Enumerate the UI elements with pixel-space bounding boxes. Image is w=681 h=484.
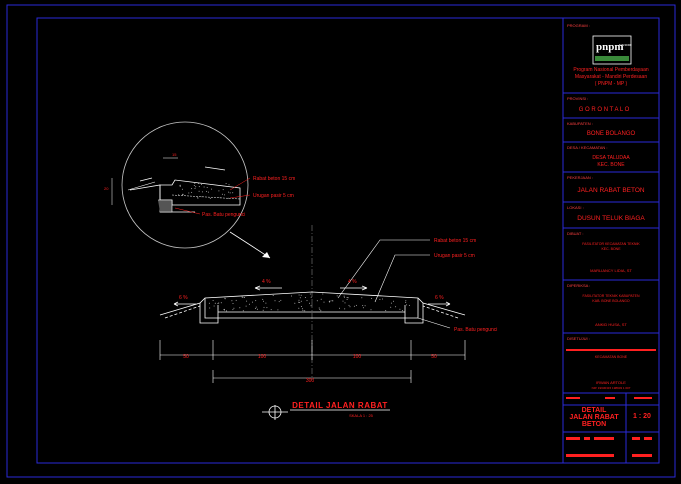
title-block <box>563 92 659 463</box>
dim-2: 100 <box>258 354 267 360</box>
sheet-title-3: BETON <box>582 421 606 428</box>
known-value: KECAMATAN BONE <box>595 355 628 359</box>
checked-name: MARLIANCY LIDIA, ST <box>590 268 632 273</box>
location-label: LOKASI : <box>567 205 584 210</box>
program-name-2: Masyarakat - Mandiri Perdesaan <box>575 74 647 80</box>
drawing-scale: SKALA 1 : 25 <box>349 413 374 418</box>
sheet-redline-b <box>605 397 615 399</box>
detail-dim-15: 15 <box>172 152 177 157</box>
sheet-title-2: JALAN RABAT <box>569 414 619 421</box>
dim-total: 300 <box>306 378 315 384</box>
slope-left-outer: 6 % <box>179 295 188 301</box>
known-redline-1 <box>566 349 656 351</box>
outer-frame <box>6 4 676 478</box>
slope-left-inner: 4 % <box>262 279 271 285</box>
approved-name: ANKID HUSA, ST <box>595 322 627 327</box>
program-name-3: ( PNPM - MP ) <box>595 81 628 87</box>
callout-arrowhead <box>262 252 270 258</box>
program-name-1: Program Nasional Pemberdayaan <box>573 67 649 73</box>
village-label: DESA / KECAMATAN : <box>567 145 608 150</box>
logo-bar <box>595 56 629 61</box>
dim-1: 50 <box>183 354 189 360</box>
village-value-1: DESA TALUDAA <box>592 155 630 161</box>
known-label: DISETUJUI : <box>567 336 590 341</box>
known-name: IRWAN ARTOLE <box>596 380 626 385</box>
checked-label: DIBUAT : <box>567 231 584 236</box>
dim-3: 100 <box>353 354 362 360</box>
footer-redline-d <box>632 437 640 440</box>
detail-callout <box>111 121 251 249</box>
known-nip: NIP. 19630315 198903 1 007 <box>592 386 631 390</box>
main-concrete-label: Rabat beton 15 cm <box>434 238 476 244</box>
footer-redline-e <box>644 437 652 440</box>
work-value: JALAN RABAT BETON <box>577 187 644 194</box>
sheet-redline-a <box>566 397 580 399</box>
dimension-lines <box>159 340 466 383</box>
scale-value: 1 : 20 <box>633 413 651 420</box>
detail-dim-20: 20 <box>104 186 109 191</box>
detail-concrete-label: Rabat beton 15 cm <box>253 176 295 182</box>
approved-label: DIPERIKSA : <box>567 283 590 288</box>
footer-redline-a <box>566 437 580 440</box>
approved-value-2: KAB. BONE BOLANGO <box>592 299 629 303</box>
sheet-redline-c <box>634 397 652 399</box>
sheet-title-1: DETAIL <box>582 407 607 414</box>
checked-value-2: KEC. BONE <box>601 247 621 251</box>
concrete-hatch <box>178 182 410 312</box>
district-value: BONE BOLANGO <box>587 131 636 137</box>
main-leaders <box>337 239 451 329</box>
program-label: PROGRAM : <box>567 23 590 28</box>
detail-stone-label: Pas. Batu pengunci <box>202 212 245 218</box>
logo-text: pnpm <box>596 41 624 53</box>
footer-redline-b <box>584 437 590 440</box>
drawing-frame <box>36 17 660 464</box>
drawing-title: DETAIL JALAN RABAT <box>292 401 388 410</box>
approved-value-1: FASILITATOR TEKNIK KABUPATEN <box>583 294 640 298</box>
province-label: PROVINSI : <box>567 96 588 101</box>
province-value: G O R O N T A L O <box>579 107 630 113</box>
logo-subtext: MANDIRI <box>619 43 632 47</box>
title-symbol <box>262 405 390 420</box>
footer-redline-f <box>566 454 614 457</box>
slope-right-outer: 6 % <box>435 295 444 301</box>
work-label: PEKERJAAN : <box>567 175 593 180</box>
detail-sand-label: Urugan pasir 5 cm <box>253 193 294 199</box>
slope-right-inner: 4 % <box>348 279 357 285</box>
location-value: DUSUN TELUK BIAGA <box>577 215 645 222</box>
checked-value-1: FASILITATOR KECAMATAN TEKNIK <box>582 242 640 246</box>
main-stone-label: Pas. Batu pengunci <box>454 327 497 333</box>
footer-redline-c <box>594 437 614 440</box>
callout-arrow <box>229 231 271 259</box>
main-sand-label: Urugan pasir 5 cm <box>434 253 475 259</box>
road-cross-section <box>159 285 466 324</box>
footer-redline-g <box>632 454 652 457</box>
district-label: KABUPATEN : <box>567 121 593 126</box>
dim-4: 50 <box>431 354 437 360</box>
village-value-2: KEC. BONE <box>597 162 625 168</box>
